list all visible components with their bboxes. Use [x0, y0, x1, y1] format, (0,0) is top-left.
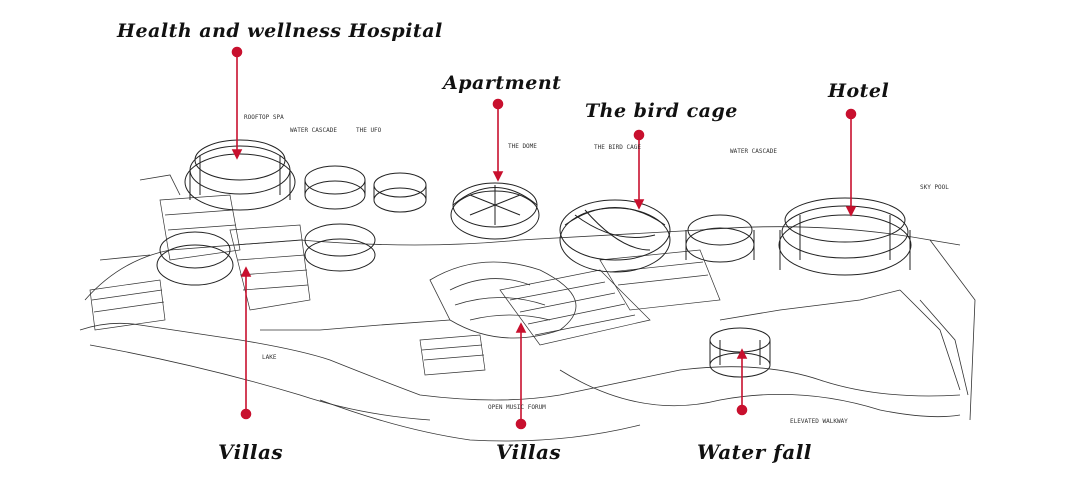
waterfall-arrow	[736, 348, 748, 359]
hospital-arrow	[231, 149, 243, 160]
hospital-building	[184, 139, 296, 211]
villas-left-terraces	[89, 194, 311, 331]
birdcage-arrow	[633, 199, 645, 210]
note-water-cascade-2: Water cascade	[730, 148, 777, 155]
apartment-dome	[450, 182, 540, 240]
walkways	[99, 174, 969, 396]
water-cascade-building	[685, 214, 755, 263]
hospital-dot	[231, 46, 243, 58]
label-apartment: Apartment	[443, 72, 562, 94]
note-dome: The dome	[508, 143, 537, 150]
villas-left-arrow	[240, 266, 252, 277]
note-lake: Lake	[262, 354, 277, 361]
hotel-dot	[845, 108, 857, 120]
note-open-forum: Open music forum	[488, 404, 546, 411]
note-ufo: The UFO	[356, 127, 382, 134]
label-villas-center: Villas	[496, 440, 562, 464]
villas-left-dot	[240, 408, 252, 420]
apartment-dot	[492, 98, 504, 110]
note-spa: Rooftop spa	[244, 114, 284, 121]
hotel-arrow	[845, 206, 857, 217]
label-villas-left: Villas	[218, 440, 284, 464]
label-birdcage: The bird cage	[585, 100, 738, 122]
note-sky-pool: Sky pool	[920, 184, 949, 191]
birdcage-dot	[633, 129, 645, 141]
apartment-arrow	[492, 171, 504, 182]
label-waterfall: Water fall	[697, 440, 812, 464]
label-hotel: Hotel	[828, 80, 890, 102]
villas-center-arrow	[515, 322, 527, 333]
villas-center-terraces	[419, 249, 721, 376]
hotel-building	[778, 197, 912, 276]
label-hospital: Health and wellness Hospital	[117, 20, 443, 42]
waterfall-dot	[736, 404, 748, 416]
villas-center-dot	[515, 418, 527, 430]
note-walkway: Elevated walkway	[790, 418, 848, 425]
ufo-pods	[156, 165, 427, 286]
note-bird-cage: The bird cage	[594, 144, 641, 151]
landform	[79, 226, 976, 442]
callout-markers	[231, 46, 857, 430]
note-water-cascade-1: Water cascade	[290, 127, 337, 134]
bird-cage-building	[559, 199, 671, 273]
